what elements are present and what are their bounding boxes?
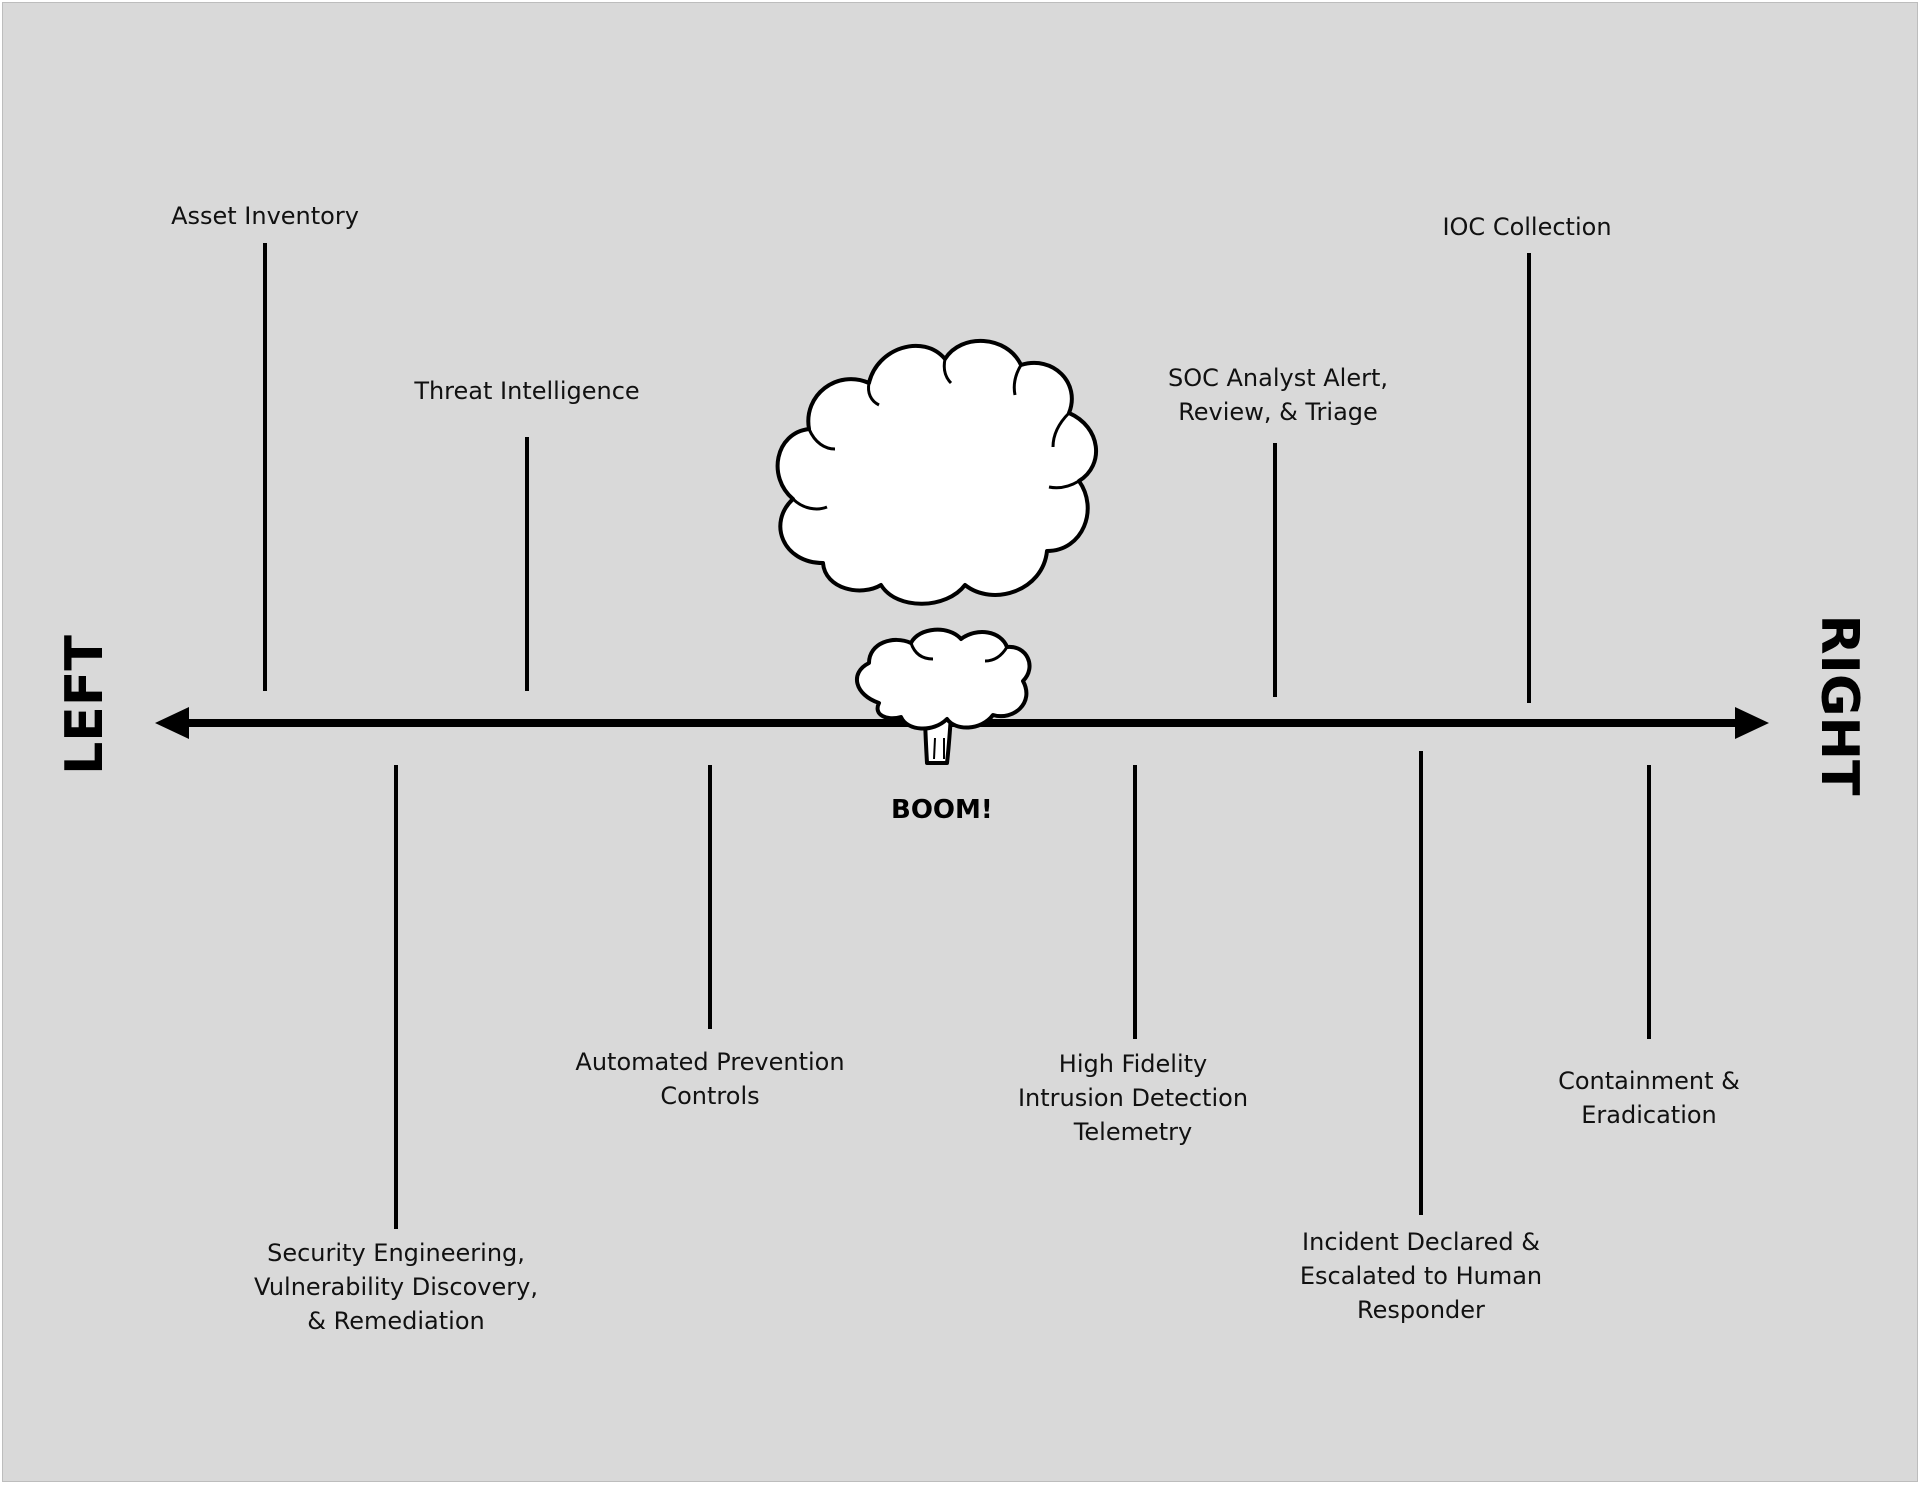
right-arrowhead	[1735, 707, 1769, 739]
label-containment: Containment & Eradication	[1558, 1067, 1740, 1129]
left-arrowhead	[155, 707, 189, 739]
label-automated-prevention: Automated Prevention Controls	[575, 1048, 845, 1110]
label-high-fidelity: High Fidelity Intrusion Detection Teleme…	[1017, 1050, 1249, 1146]
boom-label: BOOM!	[891, 795, 993, 825]
diagram-drawing	[155, 243, 1769, 1229]
label-security-engineering: Security Engineering, Vulnerability Disc…	[254, 1239, 538, 1335]
label-soc-analyst: SOC Analyst Alert, Review, & Triage	[1167, 364, 1389, 426]
label-incident-declared: Incident Declared & Escalated to Human R…	[1299, 1228, 1543, 1324]
label-ioc-collection: IOC Collection	[1442, 213, 1612, 241]
explosion-cloud-icon	[775, 338, 1099, 765]
label-asset-inventory: Asset Inventory	[171, 202, 359, 230]
right-label: RIGHT	[1809, 614, 1869, 796]
left-label: LEFT	[55, 635, 115, 775]
label-threat-intelligence: Threat Intelligence	[414, 377, 640, 405]
